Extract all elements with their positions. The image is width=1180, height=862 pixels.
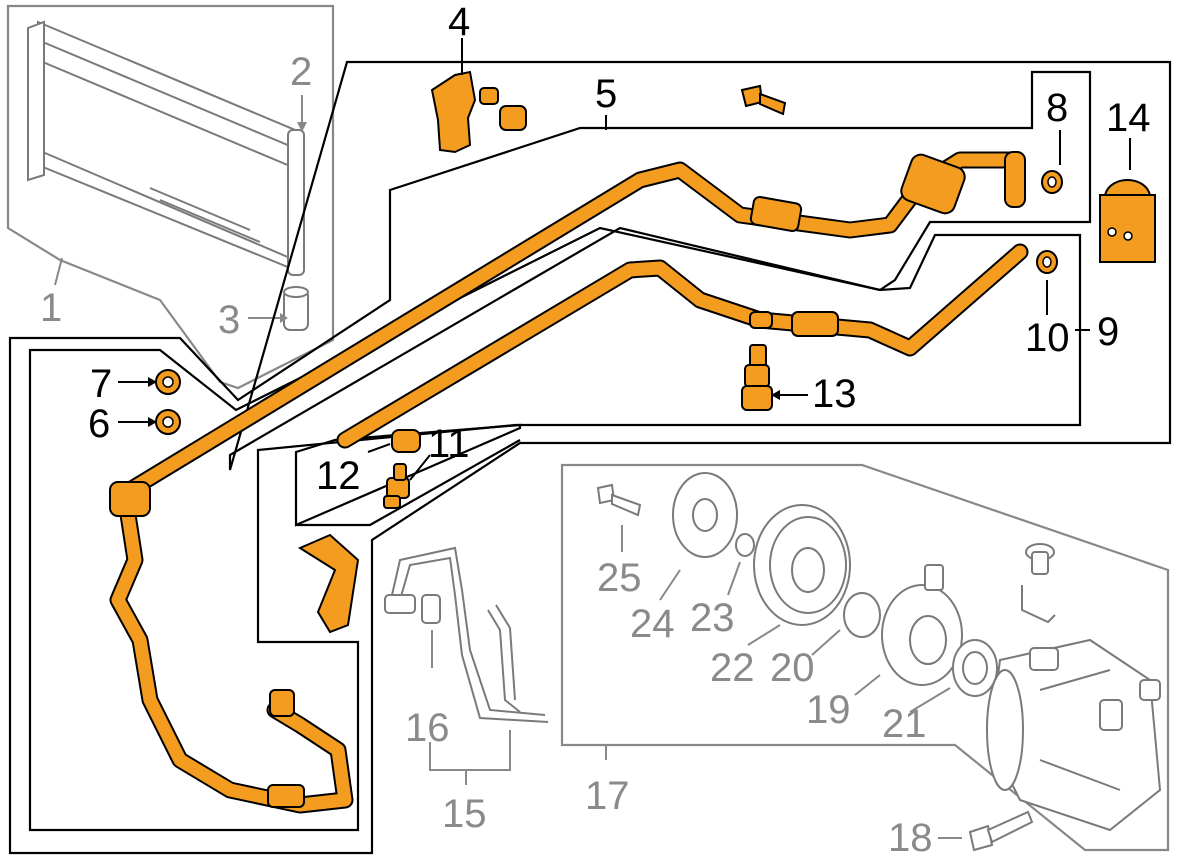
hub-plate-24 [672,472,738,558]
arrow-2 [297,122,307,132]
callout-9: 9 [1097,310,1120,354]
bracket-4 [430,70,527,154]
compressor [986,638,1162,832]
leader-1 [54,257,63,286]
valve-11 [383,463,410,509]
sub-box-12 [294,423,522,527]
callout-15: 15 [442,792,487,836]
callout-18: 18 [888,816,933,860]
callout-21: 21 [882,702,927,746]
leader-19 [854,674,881,696]
callout-14: 14 [1106,96,1151,140]
bracket-lower [297,533,360,634]
leader-12 [367,443,391,453]
callout-22: 22 [710,646,755,690]
callout-7: 7 [90,362,113,406]
cap-12 [391,429,421,453]
suction-line [336,243,1029,449]
leader-11 [409,454,431,481]
callout-3: 3 [218,298,241,342]
hose-15 [384,546,549,723]
bolt-25 [596,483,642,517]
bracket-gray [1021,543,1056,624]
arrow-3 [280,313,288,323]
leader-24 [659,569,681,601]
leader-15 [429,730,511,771]
callout-10: 10 [1025,316,1070,360]
callout-20: 20 [770,646,815,690]
callout-11: 11 [428,422,470,466]
bolt-18 [968,810,1034,852]
leader-22 [747,624,781,646]
callout-25: 25 [597,556,642,600]
condenser [27,20,305,276]
callout-16: 16 [405,706,450,750]
discharge-line [109,481,354,814]
callout-23: 23 [690,596,735,640]
snap-ring-20 [843,592,881,638]
callout-4: 4 [448,0,471,44]
valve-13 [741,344,773,411]
coil-19 [881,564,963,686]
callout-6: 6 [88,402,111,446]
callout-24: 24 [630,602,675,646]
callout-2: 2 [290,50,313,94]
leader-21 [909,687,951,713]
pulley-22 [753,504,851,626]
callout-17: 17 [585,774,630,818]
bolt-top [740,84,787,116]
shim-23 [735,533,755,557]
callout-8: 8 [1046,86,1069,130]
drier-cap [283,286,309,331]
receiver-14 [1099,179,1156,263]
compressor-box [560,463,1170,852]
leader-23 [727,561,741,596]
callout-12: 12 [316,454,361,498]
callout-5: 5 [595,72,618,116]
liquid-line [121,151,1026,499]
callout-13: 13 [812,372,857,416]
leader-20 [811,629,841,656]
sub-box-12-edge [296,439,521,527]
callout-1: 1 [40,286,63,330]
callout-19: 19 [806,688,851,732]
